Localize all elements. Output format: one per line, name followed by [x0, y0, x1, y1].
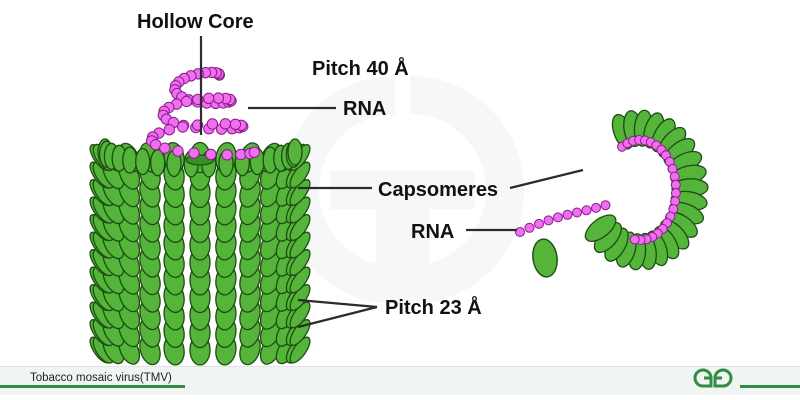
footer-accent-left — [0, 385, 185, 388]
label-pitch-23: Pitch 23 Å — [385, 295, 482, 319]
leader-lines — [199, 36, 584, 329]
footer-caption: Tobacco mosaic virus(TMV) — [30, 372, 172, 384]
capsomeres-line-right — [509, 168, 584, 190]
pitch-23-line-b — [297, 305, 378, 329]
label-rna-top: RNA — [343, 98, 386, 120]
label-pitch-40: Pitch 40 Å — [312, 56, 409, 80]
label-rna-right: RNA — [411, 221, 454, 243]
rna-strand-ring — [515, 135, 681, 245]
footer-bar — [0, 366, 800, 395]
pitch-23-line-a — [297, 298, 378, 309]
label-capsomeres: Capsomeres — [378, 179, 498, 201]
free-capsomere — [532, 238, 558, 278]
tmv-rod — [89, 138, 311, 366]
footer-accent-right — [740, 385, 800, 388]
capsomere-ring — [584, 109, 709, 271]
label-hollow-core: Hollow Core — [137, 11, 254, 33]
gfg-logo-icon — [693, 368, 733, 388]
